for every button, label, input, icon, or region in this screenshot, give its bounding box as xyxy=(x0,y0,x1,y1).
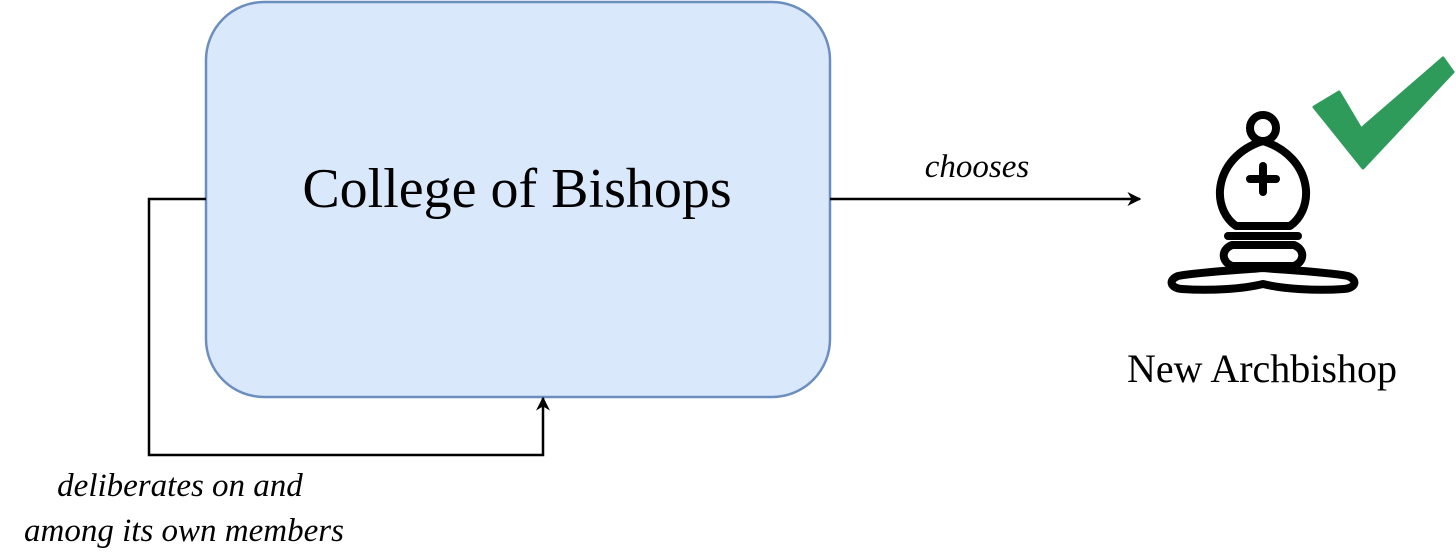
new-archbishop-label: New Archbishop xyxy=(1127,346,1397,391)
new-archbishop-node: New Archbishop xyxy=(1127,56,1455,391)
college-of-bishops-node: College of Bishops xyxy=(204,0,832,399)
chooses-label: chooses xyxy=(925,149,1029,185)
checkmark-icon xyxy=(1312,56,1455,170)
bishop-chess-piece-icon xyxy=(1167,111,1359,294)
college-of-bishops-label: College of Bishops xyxy=(302,158,731,220)
chooses-edge: chooses xyxy=(830,149,1142,206)
deliberates-self-loop-edge: deliberates on and among its own members xyxy=(24,197,550,549)
deliberates-label-line1: deliberates on and xyxy=(57,468,303,504)
self-loop-arrow xyxy=(147,197,550,457)
deliberates-label-line2: among its own members xyxy=(24,513,344,549)
